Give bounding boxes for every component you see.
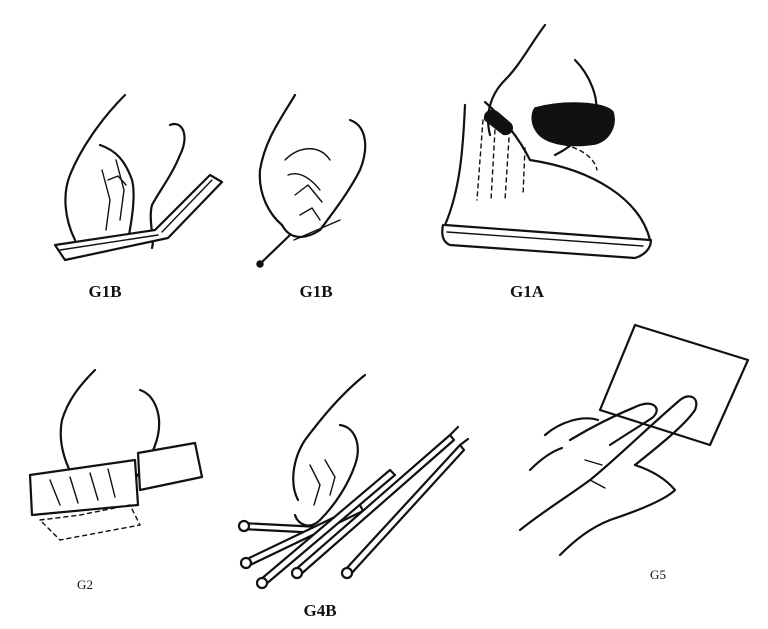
- hand-with-pin-icon: [250, 90, 400, 280]
- figure-label-g4b: G4B: [303, 601, 337, 620]
- hand-with-sticks-icon: [240, 365, 470, 625]
- figure-label-g5: G5: [650, 567, 666, 582]
- hand-folding-paper-icon: [20, 365, 220, 600]
- figure-label-g1a-iron: G1A: [510, 282, 544, 301]
- figure-label-g1b-emery: G1B: [88, 282, 122, 301]
- figure-g5-card: G5: [490, 320, 755, 585]
- hand-sliding-card-icon: [490, 320, 755, 585]
- figure-g1a-iron: G1A: [425, 20, 675, 301]
- figure-label-g1b-pin: G1B: [299, 282, 333, 301]
- hand-rubbing-emery-board-icon: [40, 80, 240, 280]
- figure-g4b-sticks: G4B: [240, 365, 470, 625]
- figure-g1b-emery: G1B: [40, 80, 240, 301]
- figure-label-g2: G2: [77, 577, 93, 592]
- figure-g2-fold: G2: [20, 365, 220, 600]
- hand-holding-iron-icon: [425, 20, 675, 300]
- figure-g1b-pin: G1B: [250, 90, 400, 301]
